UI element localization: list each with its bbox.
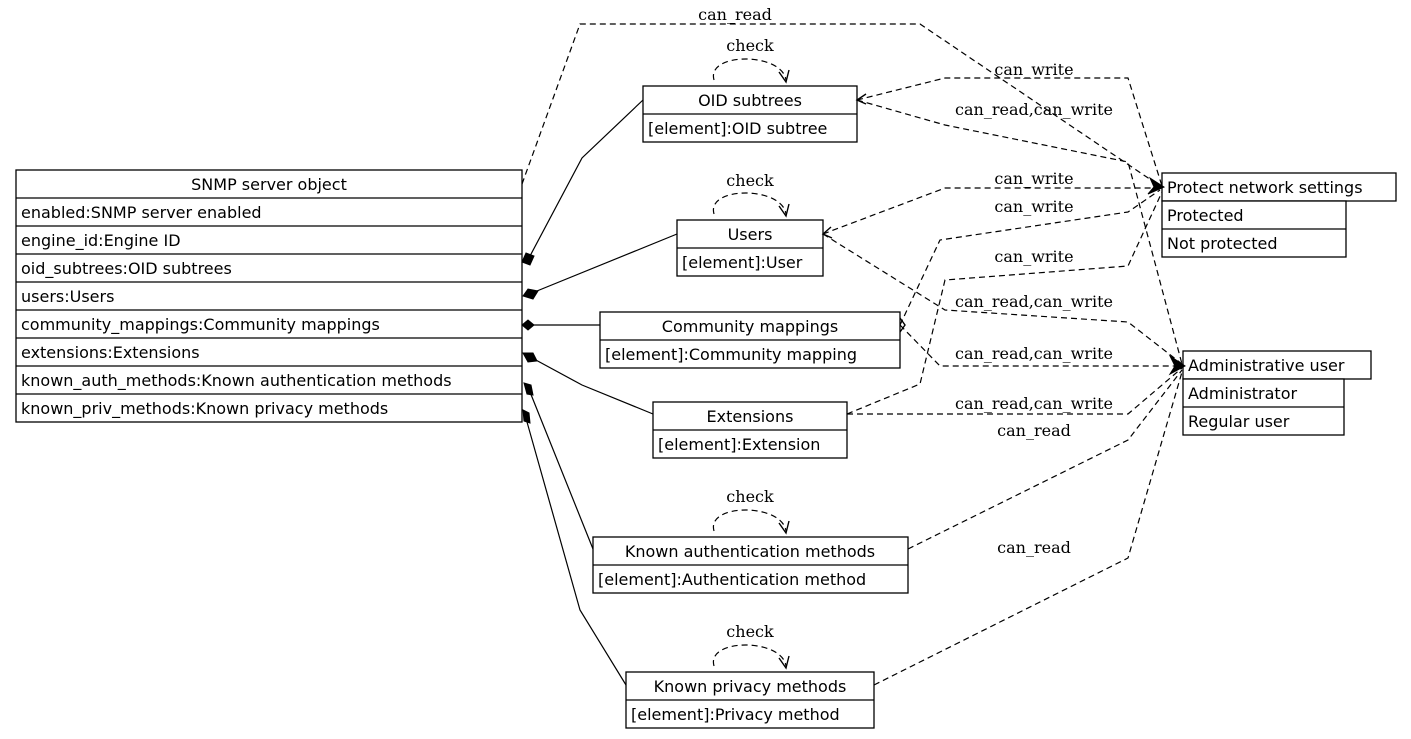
arrow-tail-users	[821, 226, 833, 239]
oid-subtrees-title: OID subtrees	[698, 91, 802, 110]
label-oid-can-write: can_write	[994, 60, 1073, 79]
snmp-field-extensions: extensions:Extensions	[21, 343, 200, 362]
edge-users-can-write	[822, 187, 1160, 235]
dependency-edges: can_read can_write can_read,can_write ca…	[521, 5, 1186, 686]
composition-diamond-community	[521, 319, 535, 331]
arrow-tail-oid	[855, 93, 867, 105]
check-loop-known-priv-methods	[713, 644, 787, 667]
composition-edges	[521, 99, 678, 686]
snmp-field-engine-id: engine_id:Engine ID	[21, 231, 181, 251]
composition-edge-oid-subtrees	[529, 99, 644, 257]
composition-edge-known-priv-methods	[526, 421, 627, 686]
extensions-title: Extensions	[707, 407, 794, 426]
check-loop-users	[713, 192, 787, 215]
check-label-oid-subtrees: check	[726, 36, 774, 55]
arrowhead-protect-network-settings	[1147, 176, 1166, 195]
label-community-can-read-can-write: can_read,can_write	[955, 344, 1113, 363]
snmp-field-users: users:Users	[21, 287, 114, 306]
snmp-server-object-title: SNMP server object	[191, 175, 347, 194]
protect-value-not-protected: Not protected	[1167, 234, 1277, 253]
edge-snmp-can-read	[521, 23, 1161, 187]
snmp-field-community-mappings: community_mappings:Community mappings	[21, 315, 380, 335]
check-arrow-priv	[778, 655, 790, 670]
admin-value-regular-user: Regular user	[1188, 412, 1290, 431]
check-arrow-users	[778, 203, 790, 218]
community-mappings-node: Community mappings [element]:Community m…	[599, 311, 901, 369]
edge-oid-can-read-can-write	[856, 99, 1183, 365]
snmp-field-enabled: enabled:SNMP server enabled	[21, 203, 262, 222]
label-priv-can-read: can_read	[997, 538, 1071, 557]
admin-value-administrator: Administrator	[1188, 384, 1297, 403]
label-community-can-write: can_write	[994, 197, 1073, 216]
arrowhead-administrative-user	[1168, 354, 1186, 376]
label-auth-can-read: can_read	[997, 421, 1071, 440]
protect-network-settings-title: Protect network settings	[1167, 178, 1363, 197]
check-arrow-oid	[778, 69, 790, 84]
administrative-user-header	[1182, 350, 1372, 380]
label-users-can-write: can_write	[994, 169, 1073, 188]
check-label-users: check	[726, 171, 774, 190]
edge-extensions-can-write	[846, 191, 1163, 415]
protect-value-protected: Protected	[1167, 206, 1244, 225]
check-label-known-auth-methods: check	[726, 487, 774, 506]
label-oid-can-read-can-write: can_read,can_write	[955, 100, 1113, 119]
label-snmp-can-read: can_read	[698, 5, 772, 24]
users-node: Users [element]:User	[676, 219, 824, 277]
label-extensions-can-read-can-write: can_read,can_write	[955, 394, 1113, 413]
known-priv-methods-node: Known privacy methods [element]:Privacy …	[625, 671, 875, 729]
administrative-user-node: Administrative user Administrator Regula…	[1182, 350, 1372, 436]
snmp-server-object-frame	[15, 169, 523, 423]
known-auth-methods-element-row: [element]:Authentication method	[598, 570, 866, 589]
edge-priv-can-read	[873, 371, 1183, 686]
administrative-user-title: Administrative user	[1188, 356, 1345, 375]
extensions-node: Extensions [element]:Extension	[652, 401, 848, 459]
edge-community-can-write	[899, 189, 1161, 326]
protect-network-settings-node: Protect network settings Protected Not p…	[1161, 172, 1397, 258]
composition-edge-users	[531, 233, 678, 294]
composition-diamond-users	[522, 288, 539, 300]
label-users-can-read-can-write: can_read,can_write	[955, 292, 1113, 311]
check-loop-known-auth-methods	[713, 509, 787, 532]
community-mappings-element-row: [element]:Community mapping	[605, 345, 857, 364]
oid-subtrees-element-row: [element]:OID subtree	[648, 119, 827, 138]
extensions-element-row: [element]:Extension	[658, 435, 820, 454]
known-auth-methods-node: Known authentication methods [element]:A…	[592, 536, 909, 594]
composition-edge-known-auth-methods	[529, 391, 594, 550]
snmp-server-object-node: SNMP server object enabled:SNMP server e…	[15, 169, 523, 423]
check-loops: check check check check	[713, 36, 790, 670]
snmp-field-oid-subtrees: oid_subtrees:OID subtrees	[21, 259, 232, 279]
composition-diamond-auth	[523, 382, 534, 396]
arrow-tail-community	[899, 317, 906, 333]
users-title: Users	[728, 225, 773, 244]
composition-diamond-extensions	[522, 352, 538, 363]
label-extensions-can-write: can_write	[994, 247, 1073, 266]
community-mappings-title: Community mappings	[662, 317, 838, 336]
known-priv-methods-element-row: [element]:Privacy method	[631, 705, 840, 724]
composition-diamond-oid	[521, 252, 535, 266]
known-priv-methods-title: Known privacy methods	[654, 677, 847, 696]
edge-auth-can-read	[907, 369, 1183, 550]
edge-users-can-read-can-write	[822, 233, 1183, 365]
protect-network-settings-header	[1161, 172, 1397, 202]
check-arrow-auth	[778, 520, 790, 535]
known-auth-methods-title: Known authentication methods	[625, 542, 875, 561]
users-element-row: [element]:User	[682, 253, 803, 272]
check-label-known-priv-methods: check	[726, 622, 774, 641]
snmp-field-known-auth-methods: known_auth_methods:Known authentication …	[21, 371, 452, 391]
composition-edge-extensions	[533, 358, 654, 415]
edge-oid-can-write	[856, 77, 1163, 187]
check-loop-oid-subtrees	[713, 58, 787, 81]
snmp-field-known-priv-methods: known_priv_methods:Known privacy methods	[21, 399, 388, 419]
oid-subtrees-node: OID subtrees [element]:OID subtree	[642, 85, 858, 143]
composition-diamond-priv	[522, 409, 531, 424]
